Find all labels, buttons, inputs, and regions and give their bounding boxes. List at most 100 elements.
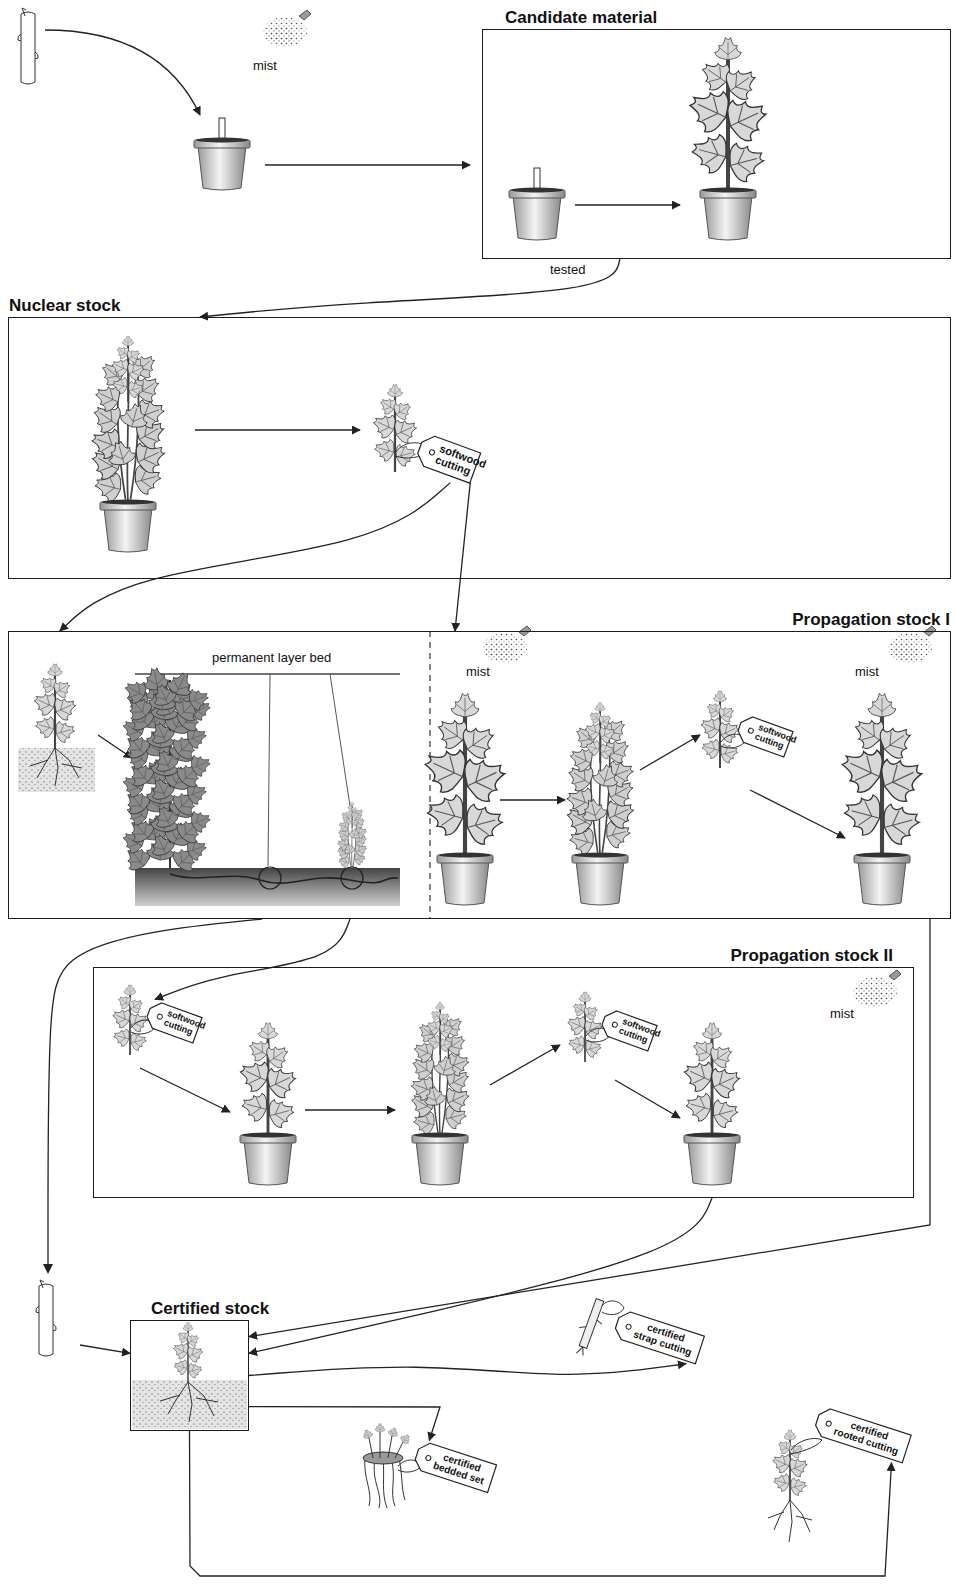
flow-arrow <box>265 164 470 165</box>
arrow-head <box>43 1264 53 1274</box>
tag-outline <box>414 432 480 482</box>
flow-arrow <box>500 799 565 800</box>
tag-outline <box>613 1309 705 1363</box>
divider <box>429 631 430 919</box>
stage-heading: Candidate material <box>505 8 657 28</box>
mist-spray <box>853 970 901 1007</box>
tag-hole <box>428 449 434 455</box>
annotation-label: mist <box>830 1006 854 1022</box>
hop-plant <box>335 802 369 869</box>
hop-plant <box>835 694 930 855</box>
hop-plant <box>561 702 638 856</box>
pot <box>240 1133 296 1186</box>
tag-outline <box>598 1007 656 1050</box>
flow-arrow <box>190 1431 892 1576</box>
stage-heading: Propagation stock I <box>792 610 950 630</box>
cutting-tag: certified rooted cutting <box>813 1406 911 1463</box>
hop-hedge <box>118 666 213 875</box>
flow-arrow <box>195 429 360 430</box>
bedded-set <box>361 1424 412 1509</box>
cutting-tag: softwood cutting <box>734 713 792 756</box>
tag-hole <box>611 1021 617 1027</box>
stage-heading: Propagation stock II <box>731 946 893 966</box>
flow-arrow <box>98 735 132 758</box>
annotation-label: mist <box>855 664 879 680</box>
pot <box>854 853 910 906</box>
flow-arrow <box>200 259 620 317</box>
strap-cutting <box>571 1297 610 1358</box>
hop-plant <box>86 336 170 504</box>
hop-plant <box>418 694 513 855</box>
flow-arrow <box>45 30 200 115</box>
tag-string <box>791 1438 822 1454</box>
softwood-cutting <box>369 384 421 472</box>
roots <box>768 1500 812 1542</box>
annotation-label: mist <box>466 664 490 680</box>
flow-arrow <box>140 1068 230 1112</box>
hop-plant <box>679 1023 745 1135</box>
stage-box: softwood cuttingNuclear stock <box>8 317 951 579</box>
mist-spray <box>263 10 311 47</box>
stage-heading: Nuclear stock <box>9 296 121 316</box>
stage-box: softwood cuttingsoftwood cuttingPropagat… <box>93 967 914 1198</box>
pot <box>437 853 493 906</box>
stem-piece <box>36 1280 56 1356</box>
stage-box: Certified stock <box>130 1320 249 1431</box>
tag-outline <box>813 1406 911 1463</box>
stem-piece <box>18 8 38 84</box>
roots <box>160 1382 218 1422</box>
flow-arrow <box>249 919 930 1337</box>
roots <box>30 748 82 786</box>
hop-plant <box>235 1023 301 1135</box>
string <box>268 674 270 866</box>
support-wire <box>135 673 400 674</box>
flow-arrow <box>490 1045 560 1085</box>
tag-hole <box>425 1455 431 1461</box>
pot <box>194 138 250 191</box>
edge-label: tested <box>548 262 587 278</box>
hop-plant <box>406 1002 473 1136</box>
pot <box>412 1133 468 1186</box>
flow-arrow <box>750 790 845 838</box>
pot <box>700 188 756 241</box>
hop-plant <box>170 1322 205 1382</box>
string <box>330 674 350 806</box>
flow-arrow <box>60 483 450 631</box>
softwood-cutting <box>697 691 742 768</box>
tag-hole <box>747 727 753 733</box>
cutting-tag: softwood cutting <box>598 1007 656 1050</box>
tag-string <box>602 1301 624 1315</box>
pot <box>572 853 628 906</box>
pot <box>100 500 156 553</box>
hop-plant <box>30 664 80 748</box>
highlight-circle <box>341 867 363 889</box>
layer-bed-soil <box>135 868 400 906</box>
annotation-label: permanent layer bed <box>212 650 331 666</box>
soil <box>18 748 95 792</box>
tag-outline <box>412 1441 496 1493</box>
flow-arrow <box>575 204 680 205</box>
annotation-label: mist <box>253 58 277 74</box>
flow-arrow <box>155 919 350 999</box>
cutting-tag: certified strap cutting <box>613 1309 705 1363</box>
flow-arrow <box>640 735 700 770</box>
flow-arrow <box>249 1364 686 1376</box>
cutting-tag: softwood cutting <box>414 432 480 482</box>
flow-arrow <box>48 919 262 1353</box>
tag-hole <box>156 1013 162 1019</box>
flow-arrow <box>249 1407 440 1441</box>
highlight-circle <box>259 867 281 889</box>
tag-outline <box>734 713 792 756</box>
runner <box>170 874 398 883</box>
pot <box>684 1133 740 1186</box>
flow-arrow <box>305 1109 395 1110</box>
tag-outline <box>143 999 201 1042</box>
pot <box>509 188 565 241</box>
tag-hole <box>625 1324 631 1330</box>
flow-arrow <box>455 483 470 631</box>
stage-heading: Certified stock <box>151 1299 269 1319</box>
hop-plant <box>683 38 774 192</box>
